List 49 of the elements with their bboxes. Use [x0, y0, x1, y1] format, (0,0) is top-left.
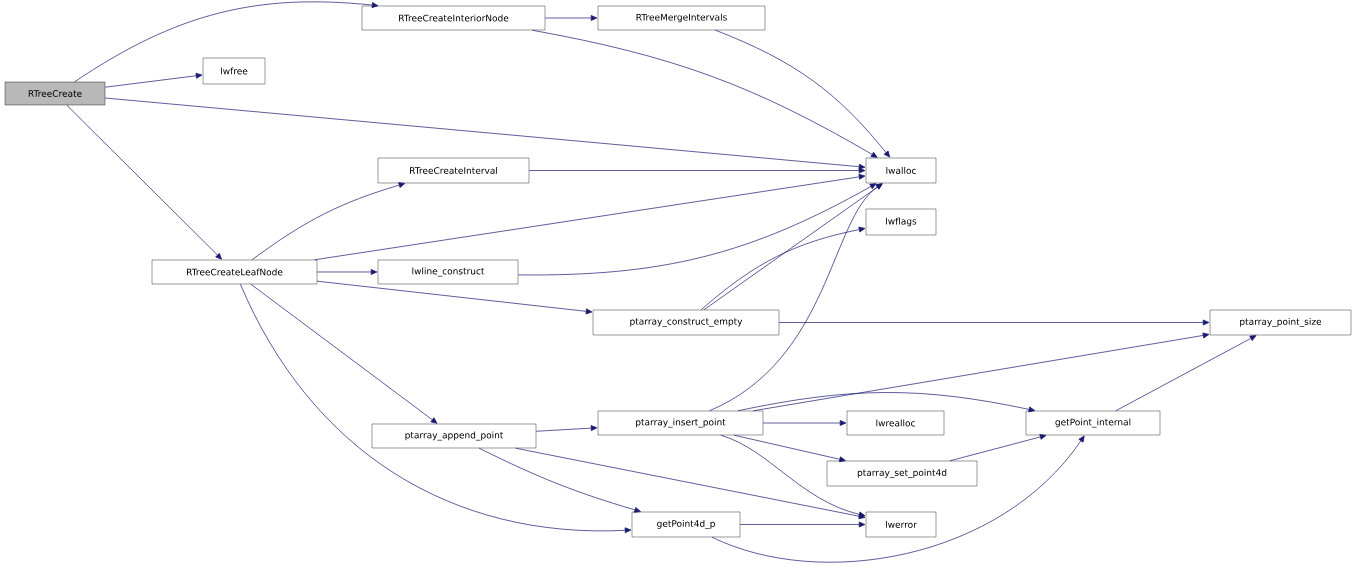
function-box: RTreeCreateLeafNode [151, 259, 318, 285]
function-box: RTreeCreateInteriorNode [361, 5, 546, 31]
arrow [316, 269, 378, 275]
function-box: lwline_construct [377, 259, 519, 285]
arrow [104, 97, 866, 170]
arrow [250, 283, 438, 424]
arrow [74, 1, 379, 83]
function-box: lwrealloc [846, 410, 945, 436]
arrow [66, 104, 222, 260]
arrow [517, 183, 877, 276]
function-box: ptarray_append_point [371, 423, 537, 449]
function-box: ptarray_point_size [1209, 309, 1352, 336]
arrow [762, 420, 847, 426]
arrow [316, 280, 593, 315]
function-box: RTreeCreate [4, 81, 106, 106]
function-box: lwfree [202, 57, 266, 85]
function-box: getPoint4d_p [631, 511, 741, 538]
arrow [535, 425, 598, 432]
function-box: lwerror [865, 511, 937, 538]
arrow [720, 434, 866, 518]
arrow [711, 435, 1085, 563]
arrow [240, 283, 632, 534]
arrow [528, 167, 866, 174]
arrow [778, 319, 1210, 326]
arrow [709, 183, 883, 412]
function-box: ptarray_insert_point [597, 410, 764, 436]
arrow [251, 182, 406, 261]
arrow [478, 447, 641, 513]
arrow [733, 434, 846, 463]
arrow [700, 226, 866, 311]
arrow [949, 434, 1047, 462]
function-box: lwalloc [865, 157, 937, 184]
function-box: RTreeMergeIntervals [597, 5, 766, 31]
arrow [314, 173, 866, 261]
arrow [544, 15, 598, 21]
arrow [737, 392, 1036, 413]
arrow [703, 183, 883, 311]
function-box: lwflags [865, 208, 937, 236]
arrow [531, 29, 878, 158]
arrow [739, 521, 866, 528]
arrow [1115, 335, 1257, 412]
function-box: ptarray_construct_empty [592, 309, 780, 336]
function-box: ptarray_set_point4d [826, 460, 978, 487]
arrow [104, 72, 203, 88]
arrow [515, 447, 866, 520]
function-box: getPoint_internal [1025, 410, 1161, 436]
arrow [715, 29, 891, 158]
arrow [752, 332, 1210, 412]
function-box: RTreeCreateInterval [377, 157, 530, 184]
